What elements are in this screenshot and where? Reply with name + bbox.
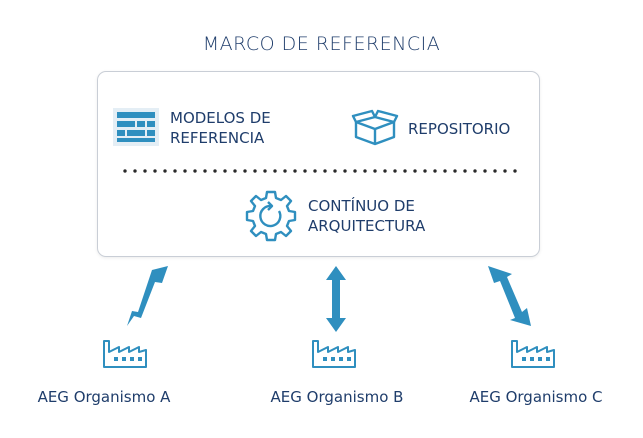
repository-label: REPOSITORIO (408, 120, 511, 138)
open-box-icon (351, 109, 399, 146)
dotted-separator (120, 168, 520, 174)
models-label-line1: MODELOS DE (170, 109, 271, 127)
arrow-organism-a (127, 266, 168, 326)
models-label-line2: REFERENCIA (170, 129, 265, 147)
gear-cycle-icon (245, 190, 297, 242)
arrow-organism-c (488, 266, 531, 326)
reference-framework-box (97, 71, 540, 257)
organism-a-label: AEG Organismo A (37, 388, 171, 406)
continuum-label-line1: CONTÍNUO DE (308, 197, 415, 215)
arrow-organism-b (326, 266, 346, 332)
factory-icon-c (511, 340, 555, 368)
organism-c-label: AEG Organismo C (469, 388, 603, 406)
continuum-label: CONTÍNUO DE ARQUITECTURA (308, 196, 425, 236)
diagram-title: MARCO DE REFERENCIA (202, 33, 441, 55)
factory-icon-a (103, 340, 147, 368)
continuum-label-line2: ARQUITECTURA (308, 217, 426, 235)
organism-b-label: AEG Organismo B (270, 388, 404, 406)
factory-icon-b (312, 340, 356, 368)
models-label: MODELOS DE REFERENCIA (170, 108, 271, 148)
grid-table-icon (113, 108, 159, 146)
